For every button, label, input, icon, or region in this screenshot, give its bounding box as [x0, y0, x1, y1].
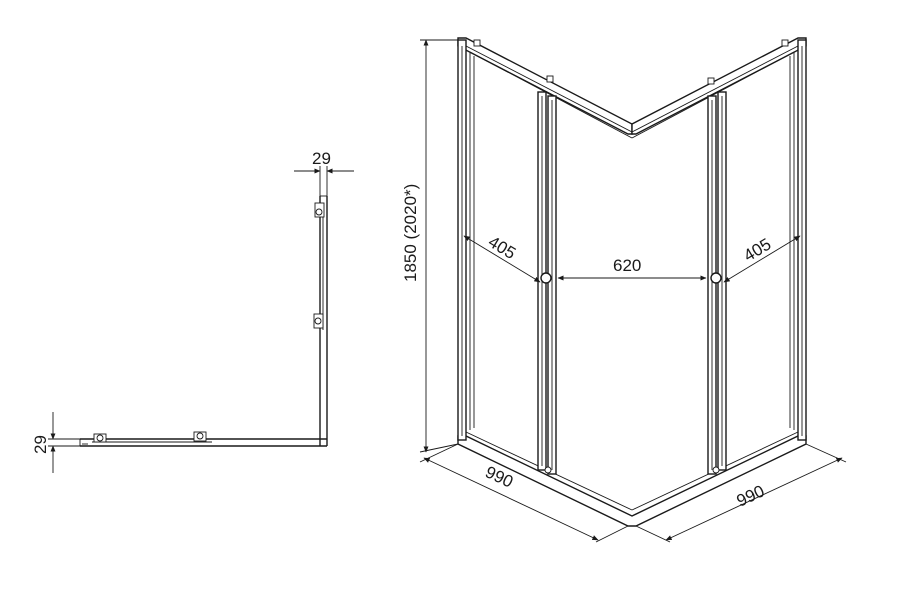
- plan-top-dim-label: 29: [312, 149, 331, 168]
- top-frame: [457, 37, 807, 139]
- plan-horizontal-profile: [79, 431, 327, 447]
- left-wall-post: [457, 39, 467, 441]
- right-wall-post: [797, 39, 807, 441]
- plan-vertical-profile: [313, 195, 328, 446]
- plan-left-dimension: 29: [31, 412, 80, 473]
- left-door-handle-icon: [540, 272, 552, 284]
- right-door-handle-icon: [710, 272, 722, 284]
- entry-width-dim-label: 620: [613, 256, 641, 275]
- base-right-dim-label: 990: [734, 481, 768, 510]
- left-opening-dimension: 405: [463, 232, 541, 283]
- plan-top-dimension: 29: [294, 149, 354, 196]
- right-opening-dim-label: 405: [740, 235, 774, 266]
- plan-view: 29 29: [31, 149, 354, 473]
- height-dimension: 1850 (2020*): [401, 39, 459, 453]
- height-dim-label: 1850 (2020*): [401, 184, 420, 282]
- left-opening-dim-label: 405: [485, 232, 519, 263]
- plan-left-dim-label: 29: [31, 435, 50, 454]
- left-sliding-door: [537, 91, 557, 475]
- right-opening-dimension: 405: [723, 235, 801, 283]
- right-sliding-door: [707, 91, 727, 475]
- enclosure-isometric: 1850 (2020*) 405 620 405 990: [401, 37, 847, 543]
- entry-width-dimension: 620: [557, 256, 707, 281]
